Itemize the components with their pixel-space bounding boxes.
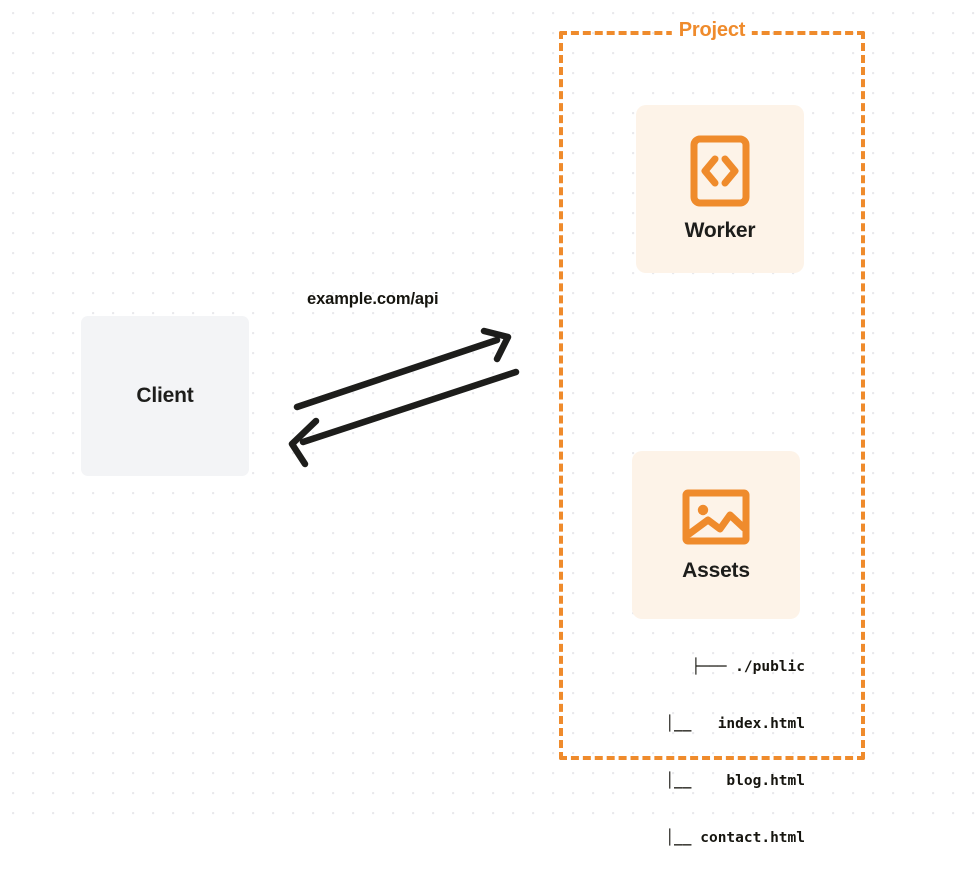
worker-card-label: Worker [684, 219, 756, 242]
assets-card-label: Assets [682, 559, 750, 582]
tree-line: ├─── ./public [691, 659, 806, 675]
code-file-icon [690, 135, 750, 207]
tree-line: │__ index.html [665, 716, 805, 732]
tree-line: │__ contact.html [665, 830, 805, 846]
assets-card[interactable]: Assets [632, 451, 800, 619]
tree-line: │__ blog.html [665, 773, 805, 789]
project-title: Project [671, 20, 753, 40]
worker-card[interactable]: Worker [636, 105, 804, 273]
image-icon [682, 487, 750, 547]
connection-label: example.com/api [307, 290, 439, 308]
client-node[interactable]: Client [81, 316, 249, 476]
project-container[interactable]: Project Worker Assets ├─── ./public │__ … [559, 20, 865, 846]
asset-file-tree: ├─── ./public │__ index.html │__ blog.ht… [603, 620, 805, 886]
client-node-label: Client [136, 384, 194, 407]
